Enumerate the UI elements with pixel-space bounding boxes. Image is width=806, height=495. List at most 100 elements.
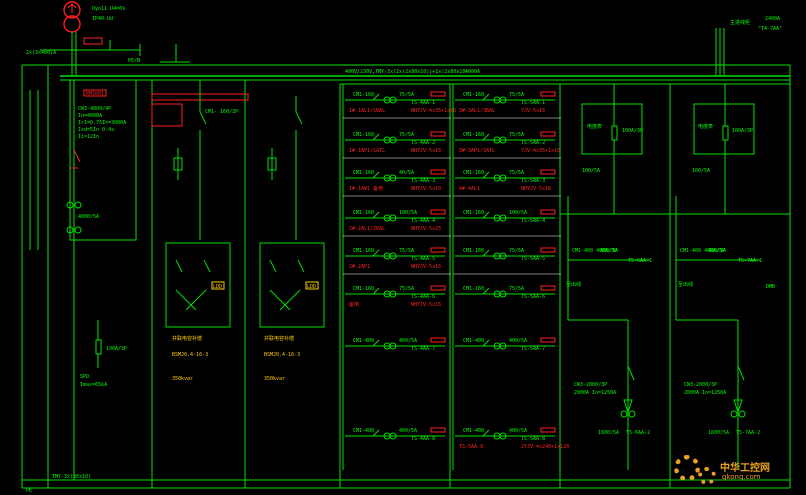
feeder-tag: TS-5AA-4 — [521, 218, 545, 224]
panel-2-feeder-breaker: CM1-400 400A/3P — [680, 248, 725, 254]
feeder-ct: 400/5A — [399, 338, 417, 344]
incomer-breaker-model: CW3-4000/4P — [78, 106, 111, 112]
feeder-breaker: CM1-160 — [463, 132, 484, 138]
panel-1-meter: 100/5A — [582, 168, 600, 174]
bottom-pe-label: PE — [26, 488, 32, 494]
feeder-breaker: CM1-160 — [463, 170, 484, 176]
panel-1-main-setting: 2000A In=1250A — [574, 390, 616, 396]
incomer-spd-params: Imax=65kA — [80, 382, 107, 388]
panel-2-bottom-ct: 1600/5A — [708, 430, 729, 436]
bottom-bus-label: TMY-3x(80x10) — [52, 474, 91, 480]
feeder-load: 2YJV-4x240+1x120 — [521, 444, 569, 450]
feeder-tag: TS-4AA-3 — [411, 178, 435, 184]
feeder-load: NHYJV-4x35+1x16 — [411, 108, 456, 114]
feeder-ct: 100/5A — [509, 210, 527, 216]
ldl-tag-1: LDD — [213, 284, 222, 290]
incomer-device-tag: RMS001 — [86, 91, 104, 97]
feeder-breaker: CM1-160 — [353, 92, 374, 98]
feeder-row: CM1-160 75/5A TS-5AA-5 — [453, 247, 561, 275]
capacitor-bank-1-rating: 350kvar — [172, 376, 193, 382]
transformer-symbol — [40, 1, 190, 76]
feeder-breaker: CM1-160 — [463, 92, 484, 98]
transformer-label-2: IP40 Ud — [92, 16, 113, 22]
panel-2-main-breaker: CW3-2000/3P — [684, 382, 717, 388]
panel-1-fuse: 100A/3P — [622, 128, 643, 134]
watermark: 中华工控网 gkong.com — [670, 451, 800, 491]
capacitor-bank-2-rating: 350kvar — [264, 376, 285, 382]
capacitor-bank-1-title: 并联电容补偿 — [172, 335, 202, 342]
capacitor-bank-1-model: BSMJ0.4-16-3 — [172, 352, 208, 358]
feeder-desc: 2#-2AP1 — [349, 264, 370, 270]
feeder-desc: 1#-1AL1/1BAL — [349, 108, 385, 114]
feeder-breaker: CM1-160 — [353, 170, 374, 176]
busbar-current: 4000A — [465, 69, 480, 75]
incomer-rated: In=4000A — [78, 113, 102, 119]
feeder-ct: 40/5A — [399, 170, 414, 176]
feeder-desc: 3#-3AP1/3ATL — [459, 148, 495, 154]
feeder-tag: TS-5AA-3 — [521, 178, 545, 184]
feeder-ct: 75/5A — [399, 286, 414, 292]
incomer-setting-2: Isd=5In 0.4s — [78, 127, 114, 133]
feeder-load: NHYJV-5x16 — [411, 302, 441, 308]
feeder-tag: TS-5AA-5 — [521, 256, 545, 262]
panel-2-feeder-desc: 至出线 — [678, 281, 693, 288]
feeder-load: NHYJV-5x16 — [411, 148, 441, 154]
feeder-tag: TS-4AA-6 — [411, 294, 435, 300]
right-label-2: "T4-7AA" — [758, 26, 782, 32]
feeder-ct: 75/5A — [509, 286, 524, 292]
feeder-desc: 备用 — [349, 301, 359, 308]
watermark-title: 中华工控网 — [720, 463, 770, 474]
panel-2-bottom-tag: T5-7AA-2 — [736, 430, 760, 436]
feeder-breaker: CM1-400 — [353, 428, 374, 434]
feeder-ct: 75/5A — [399, 92, 414, 98]
feeder-breaker: CM1-160 — [463, 248, 484, 254]
feeder-desc: TS-5AA-8 — [459, 444, 483, 450]
panel-2-feeder-ct: 400/5A — [708, 248, 726, 254]
feeder-tag: TS-5AA-1 — [521, 100, 545, 106]
feeder-breaker: CM1-160 — [463, 210, 484, 216]
panel-1-feeder-ct: 400/5A — [600, 248, 618, 254]
panel-2-main-setting: 2000A In=1250A — [684, 390, 726, 396]
feeder-ct: 75/5A — [509, 170, 524, 176]
panel-2 — [670, 84, 790, 470]
feeder-ct: 400/5A — [509, 428, 527, 434]
feeder-ct: 75/5A — [509, 132, 524, 138]
feeder-breaker: CM1-160 — [353, 286, 374, 292]
gear-icon — [674, 455, 700, 481]
incomer-ct-label: 4000/5A — [78, 214, 99, 220]
panel-1-feeder-breaker: CM1-400 400A/3P — [572, 248, 617, 254]
capacitor-feeder-label: CM1- 160/3P — [205, 109, 238, 115]
panel-1-feeder-tag: T5-6AA-1 — [628, 258, 652, 264]
feeder-desc: 4#-4AL1 — [459, 186, 480, 192]
feeder-desc: 2#-2AL1/2BAL — [349, 226, 385, 232]
feeder-desc: 1#-1AP1/1ATL — [349, 148, 385, 154]
feeder-breaker: CM1-160 — [353, 248, 374, 254]
incomer-fuse-label: 100A/3P — [106, 346, 127, 352]
feeder-breaker: CM1-160 — [353, 210, 374, 216]
panel-2-meter: 100/5A — [692, 168, 710, 174]
feeder-tag: TS-4AA-7 — [411, 346, 435, 352]
capacitor-bank-2-model: BSMJ0.4-16-3 — [264, 352, 300, 358]
capacitor-sections — [151, 80, 325, 328]
feeder-load: YJV-4x35+1x16 — [521, 148, 560, 154]
feeder-breaker: CM1-160 — [463, 286, 484, 292]
panel-1-bottom-tag: T5-6AA-2 — [626, 430, 650, 436]
feeder-ct: 75/5A — [509, 248, 524, 254]
feeder-load: NHYJV-5x16 — [521, 186, 551, 192]
incomer-setting-1: Ir1=0.75In=3000A — [78, 120, 126, 126]
panel-1-main-breaker: CW3-2000/3P — [574, 382, 607, 388]
frame — [21, 64, 791, 489]
